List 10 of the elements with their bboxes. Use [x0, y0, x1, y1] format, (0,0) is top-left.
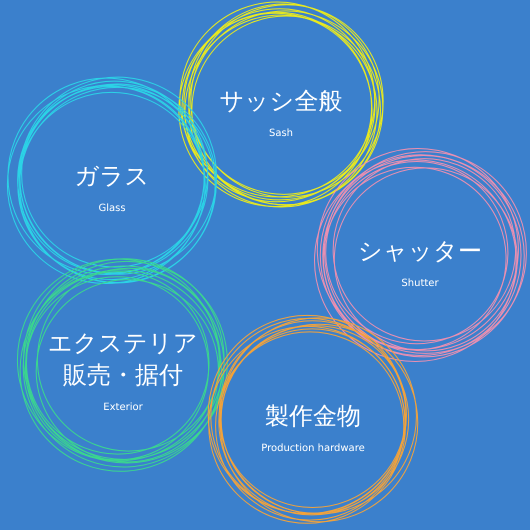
subtitle-text: Sash [268, 127, 294, 141]
subtitle-text: Production hardware [260, 442, 366, 456]
title-text: 製作金物 [264, 401, 362, 432]
title-text: サッシ全般 [218, 86, 344, 117]
title-text: ガラス [74, 161, 150, 192]
title-text: エクステリア販売・据付 [47, 328, 199, 391]
subtitle-text: Glass [97, 202, 127, 216]
subtitle-text: Shutter [400, 277, 440, 291]
title-text: シャッター [357, 236, 483, 267]
subtitle-text: Exterior [102, 401, 144, 415]
